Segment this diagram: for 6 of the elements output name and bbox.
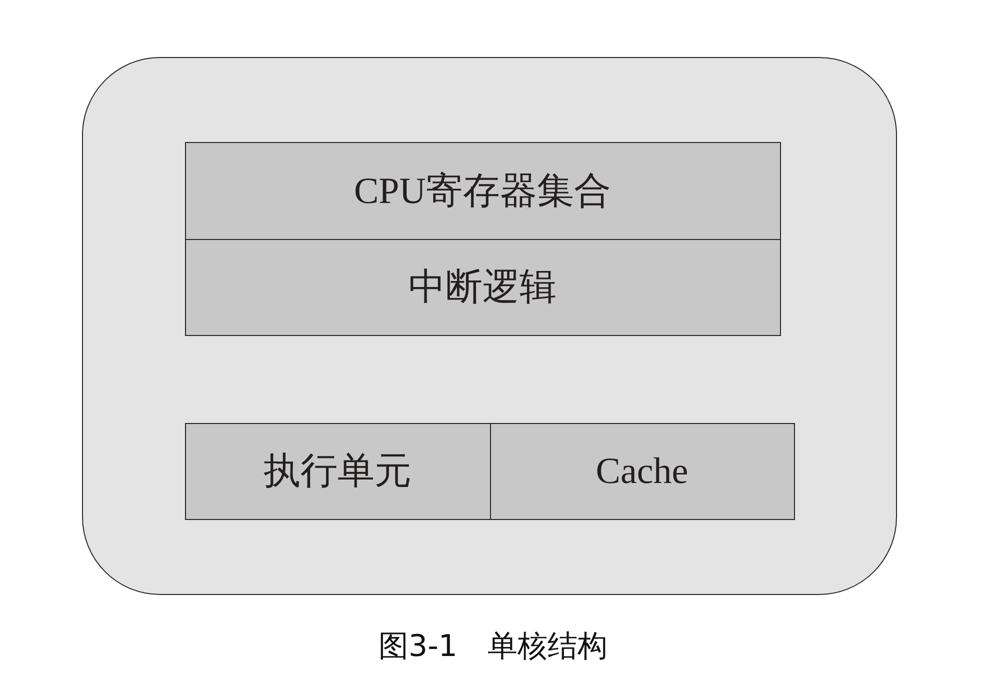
label-box: Cache (490, 422, 794, 520)
label-box: 执行单元 (184, 422, 490, 520)
caption: 图3-1 单核结构 (378, 628, 608, 666)
label-box: CPU寄存器集合 (184, 142, 780, 240)
label-box: 中断逻辑 (184, 238, 780, 336)
rounded-container (82, 57, 897, 595)
